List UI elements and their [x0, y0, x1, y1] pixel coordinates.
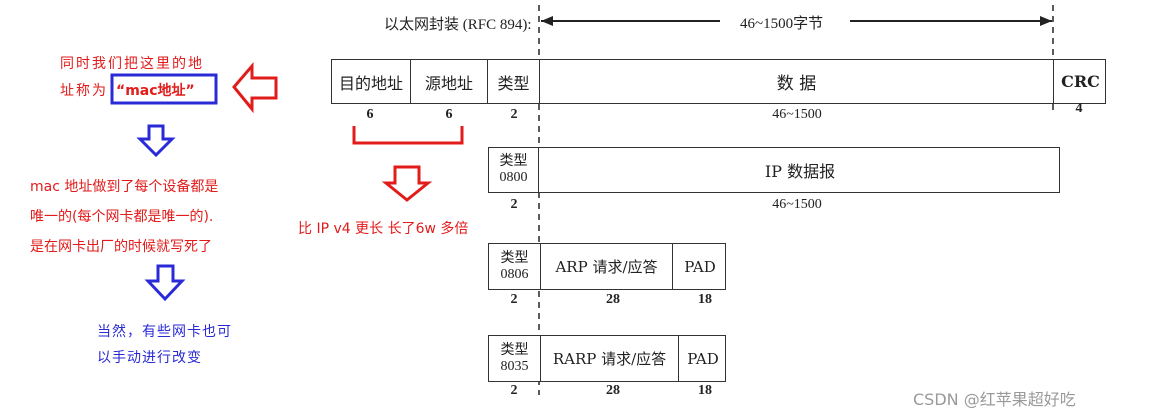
address-bracket — [352, 126, 464, 145]
change-note-1: 当然，有些网卡也可 — [97, 324, 232, 340]
rarp-payload: RARP 请求/应答 — [541, 336, 679, 381]
red-left-arrow-icon — [232, 61, 278, 114]
mac-note-line2: 址称为 — [60, 80, 108, 100]
mac-fact-1: mac 地址做到了每个设备都是 — [30, 179, 219, 195]
arp-size-type: 2 — [510, 292, 518, 307]
arp-size-pad: 18 — [698, 292, 712, 307]
size-dest: 6 — [366, 107, 374, 122]
ip-size-type: 2 — [510, 197, 518, 212]
red-down-arrow-icon — [381, 165, 433, 202]
mac-note-prefix: 址称为 — [60, 83, 108, 99]
size-crc: 4 — [1075, 101, 1083, 116]
rarp-type-code: 8035 — [500, 358, 529, 374]
arp-type-label: 类型 — [500, 250, 529, 266]
ip-frame: 类型 0800 IP 数据报 — [488, 147, 1060, 193]
rarp-size-payload: 28 — [606, 383, 620, 398]
blue-down-arrow-icon-2 — [144, 264, 186, 302]
ip-payload: IP 数据报 — [764, 162, 836, 181]
rarp-size-type: 2 — [510, 383, 518, 398]
arp-pad: PAD — [684, 257, 716, 276]
arp-type-cell: 类型 0806 — [489, 244, 541, 289]
size-type: 2 — [510, 107, 518, 122]
rarp-type-cell: 类型 8035 — [489, 336, 541, 381]
ipv4-compare-note: 比 IP v4 更长 长了6w 多倍 — [298, 221, 469, 237]
ip-type-label: 类型 — [499, 154, 528, 169]
arp-type-code: 0806 — [500, 266, 529, 282]
ip-type-cell: 类型 0800 — [489, 148, 539, 192]
size-data: 46~1500 — [772, 107, 822, 122]
ethernet-frame: 目的地址 源地址 类型 数 据 CRC — [331, 59, 1106, 104]
watermark: CSDN @红苹果超好吃 — [913, 390, 1076, 409]
header-label: 以太网封装 (RFC 894): — [384, 17, 532, 33]
arp-size-payload: 28 — [606, 292, 620, 307]
field-crc: CRC — [1061, 72, 1100, 91]
change-note-2: 以手动进行改变 — [97, 350, 202, 366]
field-dest-address: 目的地址 — [332, 60, 411, 103]
field-src-address: 源地址 — [411, 60, 488, 103]
mac-fact-3: 是在网卡出厂的时候就写死了 — [30, 239, 212, 255]
span-label: 46~1500字节 — [740, 16, 824, 32]
field-data: 数 据 — [540, 60, 1054, 103]
blue-down-arrow-icon — [136, 124, 176, 158]
arp-frame: 类型 0806 ARP 请求/应答 PAD — [488, 243, 726, 290]
ip-type-code: 0800 — [499, 170, 528, 185]
rarp-frame: 类型 8035 RARP 请求/应答 PAD — [488, 335, 726, 382]
arp-payload: ARP 请求/应答 — [541, 244, 673, 289]
size-src: 6 — [445, 107, 453, 122]
field-type: 类型 — [488, 60, 540, 103]
mac-highlight-box — [110, 73, 218, 105]
mac-note-boxed: “mac地址” — [116, 83, 195, 99]
rarp-size-pad: 18 — [698, 383, 712, 398]
mac-note-line1: 同时我们把这里的地 — [60, 56, 204, 72]
rarp-type-label: 类型 — [500, 342, 529, 358]
mac-fact-2: 唯一的(每个网卡都是唯一的). — [30, 209, 214, 225]
ip-size-payload: 46~1500 — [772, 197, 822, 212]
rarp-pad: PAD — [687, 349, 719, 368]
